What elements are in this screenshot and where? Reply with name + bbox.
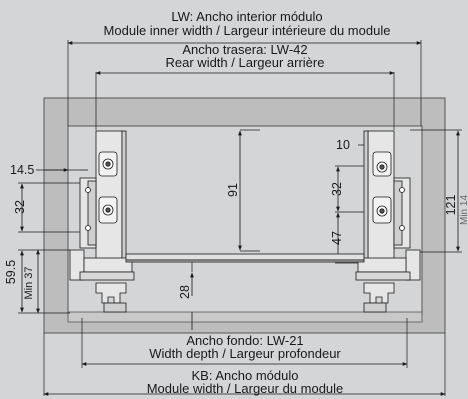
right-drawer-side	[355, 130, 421, 281]
drawer-bottom	[125, 253, 365, 263]
dimension-28: 28	[178, 285, 192, 299]
dimension-59-5: 59.5	[4, 259, 18, 285]
rear-width-label-es: Ancho trasera: LW-42	[182, 42, 308, 57]
right-runner	[363, 282, 395, 313]
dimension-91: 91	[226, 183, 240, 197]
left-drawer-side	[69, 130, 135, 281]
dimension-47: 47	[330, 231, 344, 245]
dimension-32-left: 32	[13, 200, 27, 214]
module-width-label-es: KB: Ancho módulo	[191, 368, 299, 383]
bottom-width-label-en-fr: Width depth / Largeur profondeur	[149, 346, 341, 361]
rear-width-label-en-fr: Rear width / Largeur arrière	[165, 55, 325, 70]
bottom-width-label-es: Ancho fondo: LW-21	[186, 333, 304, 348]
dimension-10: 10	[336, 138, 350, 152]
left-runner	[95, 282, 127, 313]
dimension-min-37: Min 37	[23, 266, 35, 300]
dimension-min-right: Min 14	[459, 194, 468, 226]
dimension-14-5: 14.5	[10, 163, 35, 177]
inner-width-label-es: LW: Ancho interior módulo	[171, 9, 323, 24]
dimension-121: 121	[444, 194, 458, 216]
dimension-32-right: 32	[330, 182, 344, 196]
inner-width-label-en-fr: Module inner width / Largeur intérieure …	[103, 23, 391, 38]
module-width-label-en-fr: Module width / Largeur du module	[146, 381, 344, 396]
